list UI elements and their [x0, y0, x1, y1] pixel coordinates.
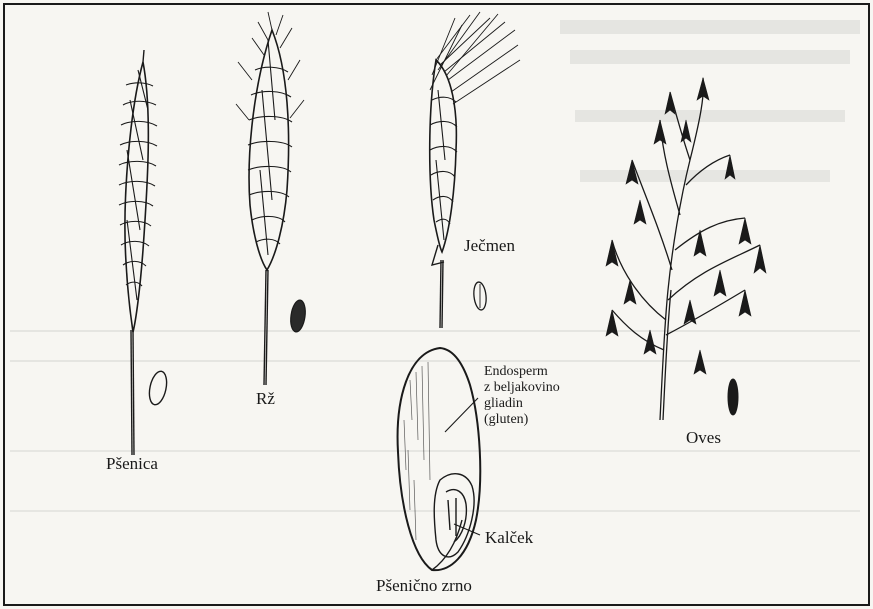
frame-border: [4, 4, 869, 605]
label-kalcek: Kalček: [485, 528, 533, 548]
label-psenicno-zrno: Pšenično zrno: [376, 576, 472, 596]
endosperm-line-2: z beljakovino: [484, 380, 560, 396]
wheat-grain: [147, 370, 170, 407]
rye-spikelets: [248, 40, 292, 255]
endosperm-line-3: gliadin: [484, 396, 560, 412]
wheat-kernel-section: [398, 348, 481, 570]
rye-grain: [289, 299, 307, 333]
endosperm-line-4: (gluten): [484, 412, 560, 428]
label-jecmen: Ječmen: [464, 236, 515, 256]
barley-plant: [430, 12, 520, 328]
background-texture: [10, 20, 860, 512]
wheat-plant: [119, 50, 157, 455]
label-rz: Rž: [256, 389, 275, 409]
barley-awns: [430, 12, 520, 104]
label-psenica: Pšenica: [106, 454, 158, 474]
label-oves: Oves: [686, 428, 721, 448]
wheat-spikelets: [119, 70, 157, 300]
oat-spikelets: [606, 78, 766, 374]
endosperm-line-1: Endosperm: [484, 364, 560, 380]
oat-grain: [728, 379, 738, 415]
endosperm-pointer: [445, 398, 478, 432]
label-endosperm: Endosperm z beljakovino gliadin (gluten): [484, 364, 560, 428]
